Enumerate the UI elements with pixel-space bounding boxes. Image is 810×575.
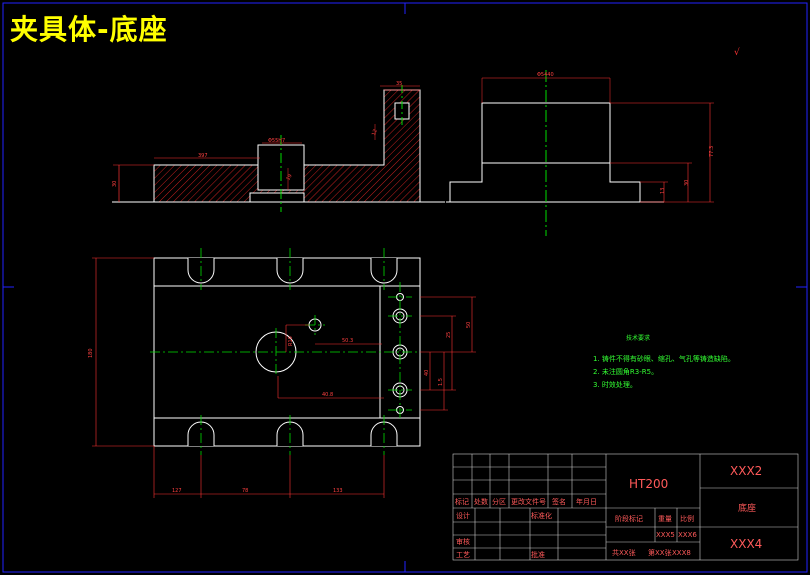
title-block-approve: 批准 xyxy=(531,550,545,559)
title-block-sheet-no: 第XX张 xyxy=(648,548,672,557)
title-block xyxy=(452,453,799,561)
title-block-part-name: 底座 xyxy=(738,502,756,514)
title-block-drawing-no: XXX2 xyxy=(730,464,762,478)
notes-heading: 技术要求 xyxy=(626,334,650,342)
dim-plan-len-a: 127 xyxy=(172,488,182,494)
dim-plan-len-b: 78 xyxy=(242,488,248,494)
title-block-scale-label: 比例 xyxy=(680,514,694,523)
title-block-code: XXX4 xyxy=(730,537,762,551)
dim-plan-h2: 40.8 xyxy=(322,392,333,398)
dim-front-step-height: 30 xyxy=(112,181,118,187)
dim-plan-h1: 50.3 xyxy=(342,338,353,344)
title-block-sheets: 共XX张 xyxy=(612,548,636,557)
title-block-weight-label: 重量 xyxy=(658,515,672,523)
title-block-standard: 标准化 xyxy=(531,511,552,520)
dim-front-base-length: 397 xyxy=(198,153,208,159)
dim-plan-width: 180 xyxy=(88,348,94,358)
dim-plan-v3: 40 xyxy=(424,370,430,376)
dim-side-height-b: 13 xyxy=(660,188,666,194)
dim-side-total-height: 77.3 xyxy=(709,146,715,157)
dim-front-post-height: 12 xyxy=(371,128,379,136)
title-block-header-date: 年月日 xyxy=(576,497,597,506)
dim-front-post-width: 35 xyxy=(396,81,402,87)
title-block-process: 工艺 xyxy=(456,551,470,559)
title-block-header-count: 处数 xyxy=(474,497,488,506)
title-block-header-zone: 分区 xyxy=(492,497,506,506)
title-block-sheet-ref: XXX8 xyxy=(672,549,691,557)
dim-plan-v2: 25 xyxy=(446,332,452,338)
dim-front-hole-dia: Φ55H7 xyxy=(268,138,285,144)
roughness-symbol-icon: √ xyxy=(734,47,740,58)
dim-plan-len-c: 133 xyxy=(333,488,343,494)
title-block-header-mark: 标记 xyxy=(455,497,469,506)
dim-plan-r1: R10 xyxy=(288,336,294,346)
title-block-header-sign: 签名 xyxy=(552,497,566,506)
plan-view xyxy=(92,248,476,498)
title-block-reviewer: 审核 xyxy=(456,537,470,546)
side-view xyxy=(446,70,714,236)
title-block-header-doc-no: 更改文件号 xyxy=(511,497,546,506)
notes-item-2: 2. 未注圆角R3-R5。 xyxy=(593,367,658,376)
title-block-stage-label: 阶段标记 xyxy=(615,514,643,523)
title-block-scale-value: XXX6 xyxy=(678,531,697,539)
dim-front-hole-depth: 19 xyxy=(285,173,293,182)
title-block-material: HT200 xyxy=(629,477,668,491)
title-block-designer: 设计 xyxy=(456,511,470,520)
dim-plan-v1: 50 xyxy=(466,322,472,328)
dim-side-height-a: 30 xyxy=(684,180,690,186)
title-block-weight-value: XXX5 xyxy=(656,531,675,539)
dim-plan-v4: 1.5 xyxy=(438,378,444,386)
notes-item-1: 1. 铸件不得有砂眼、缩孔、气孔等铸造缺陷。 xyxy=(593,354,735,363)
notes-item-3: 3. 时效处理。 xyxy=(593,380,637,389)
front-section-view xyxy=(112,85,445,212)
drawing-title: 夹具体-底座 xyxy=(10,13,168,46)
dim-side-top-width: Φ5440 xyxy=(537,72,554,78)
